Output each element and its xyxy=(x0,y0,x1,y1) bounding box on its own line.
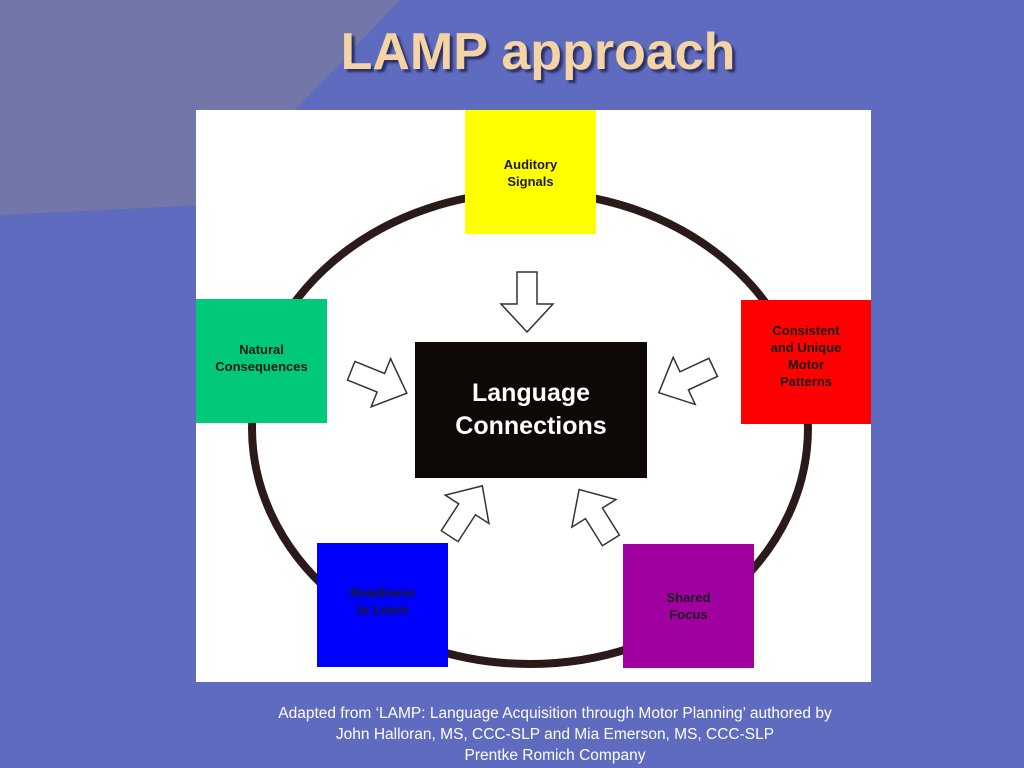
readiness-to-learn-box: Readiness to Learn xyxy=(317,543,448,667)
arrow-from-natural-consequences xyxy=(346,356,408,409)
arrow-from-auditory-signals xyxy=(499,271,555,334)
slide-title: LAMP approach xyxy=(340,23,736,81)
arrow-from-readiness-to-learn xyxy=(440,484,490,543)
slide-caption: Adapted from ‘LAMP: Language Acquisition… xyxy=(200,703,910,766)
background-corner-shape xyxy=(0,0,400,215)
language-connections-box: Language Connections xyxy=(415,342,647,478)
caption-line-3: Prentke Romich Company xyxy=(464,747,646,764)
natural-consequences-label: Natural Consequences xyxy=(215,342,308,374)
auditory-signals-label: Auditory Signals xyxy=(503,157,558,189)
consistent-motor-patterns-box: Consistent and Unique Motor Patterns xyxy=(741,300,871,424)
consistent-motor-patterns-label: Consistent and Unique Motor Patterns xyxy=(770,323,842,389)
caption-line-2: John Halloran, MS, CCC-SLP and Mia Emers… xyxy=(335,726,775,743)
shared-focus-box: Shared Focus xyxy=(623,544,754,668)
shared-focus-label: Shared Focus xyxy=(666,590,711,622)
natural-consequences-box: Natural Consequences xyxy=(196,299,327,423)
arrow-from-consistent-motor-patterns xyxy=(657,355,719,406)
caption-line-1: Adapted from ‘LAMP: Language Acquisition… xyxy=(278,705,832,722)
diagram-panel: Language Connections Auditory Signals Co… xyxy=(196,110,871,682)
auditory-signals-box: Auditory Signals xyxy=(465,110,596,234)
readiness-to-learn-label: Readiness to Learn xyxy=(349,585,416,617)
arrow-from-shared-focus xyxy=(570,488,621,547)
